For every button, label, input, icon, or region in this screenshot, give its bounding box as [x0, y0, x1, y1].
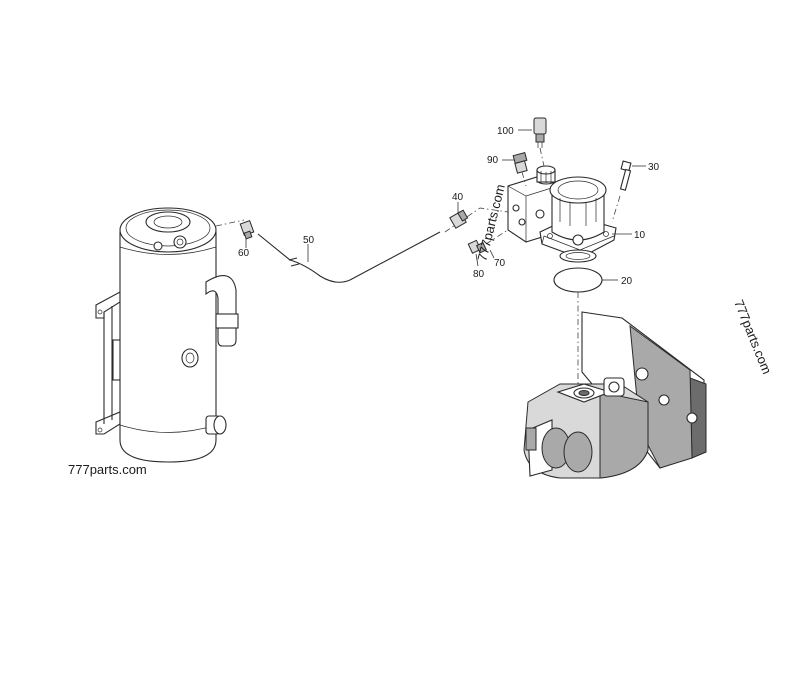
tank-top-rim	[125, 209, 211, 247]
o-ring	[553, 267, 603, 293]
fitting-60-nut	[243, 230, 253, 240]
tank-side-port-inner	[185, 352, 195, 364]
housing-main-shaded	[599, 391, 649, 479]
pipe-50-line	[257, 231, 441, 283]
housing-upper-bore	[608, 381, 620, 393]
sensor-100-body	[535, 133, 545, 143]
housing-side-tab	[525, 427, 537, 451]
fitting-40	[444, 202, 509, 233]
watermark-center: 777parts.com	[474, 183, 508, 263]
watermark-left: 777parts.com	[68, 462, 147, 477]
bolt-30-head	[620, 160, 632, 172]
bolt-30	[611, 160, 646, 223]
tank-seam-top	[119, 246, 217, 255]
tank-top-fitting-2	[153, 241, 163, 251]
air-tank	[95, 207, 239, 463]
centerline-100	[539, 147, 545, 167]
housing-boss-2	[658, 394, 670, 406]
watermark-right: 777parts.com	[731, 298, 774, 377]
block-port-1	[512, 204, 520, 212]
leader-80	[475, 253, 479, 267]
pump-flange-edge	[541, 235, 615, 251]
callout-10: 10	[634, 230, 646, 241]
fitting-60	[215, 219, 255, 248]
pipe-break	[288, 257, 300, 267]
fitting-40-nut	[457, 209, 469, 222]
tank-bracket-bottom	[95, 411, 121, 435]
tank-body	[119, 231, 217, 463]
housing-boss-1	[635, 367, 649, 381]
centerline-30	[611, 195, 621, 223]
callout-90: 90	[487, 155, 499, 166]
pump-bottom-ring	[559, 249, 597, 263]
bolt-30-shank	[619, 168, 632, 191]
pump-unit-10	[539, 176, 632, 263]
pump-bottom-ring-inner	[565, 252, 591, 260]
leader-70	[489, 249, 495, 259]
housing-top-bore-inner	[578, 390, 590, 396]
callout-50: 50	[303, 235, 315, 246]
housing-boss-3	[686, 412, 698, 424]
gearbox-housing	[523, 311, 707, 479]
pump-top-inner	[557, 180, 599, 200]
callout-100: 100	[497, 126, 514, 137]
callout-20: 20	[621, 276, 633, 287]
block-port-3	[535, 209, 545, 219]
callout-60: 60	[238, 248, 250, 259]
tank-top-port	[145, 211, 191, 233]
housing-lobe-2	[563, 431, 593, 473]
tank-top-port-inner	[153, 215, 183, 229]
fitting-70	[475, 242, 487, 254]
tank-side-port	[181, 348, 199, 368]
bracket-hole-top	[97, 309, 103, 315]
bracket-hole	[97, 427, 103, 433]
fitting-90-body	[514, 160, 528, 174]
fitting-90	[502, 151, 528, 187]
tank-top-fitting	[173, 235, 187, 249]
sensor-100	[518, 117, 547, 167]
flange-hole-2	[603, 231, 609, 237]
block-port-2	[518, 218, 526, 226]
centerline-60	[215, 219, 245, 227]
fitting-70-80	[467, 225, 515, 267]
sensor-100-head	[533, 117, 547, 135]
pipe-50	[257, 231, 441, 283]
callout-70: 70	[494, 258, 506, 269]
o-ring-20	[553, 267, 618, 402]
centerline-90	[521, 171, 527, 187]
valve-block-edges	[507, 185, 559, 242]
tank-top-fitting-inner	[176, 238, 184, 246]
flange-hole-1	[547, 233, 553, 239]
callout-30: 30	[648, 162, 660, 173]
pump-fins	[559, 198, 597, 226]
callout-40: 40	[452, 192, 464, 203]
callout-labels: 60 50 40 80 70 90 100 30 10 20	[238, 126, 660, 287]
pipe-clamp	[215, 313, 239, 329]
tank-drain-cap	[213, 415, 227, 435]
callout-80: 80	[473, 269, 485, 280]
pump-shaft	[572, 234, 584, 246]
